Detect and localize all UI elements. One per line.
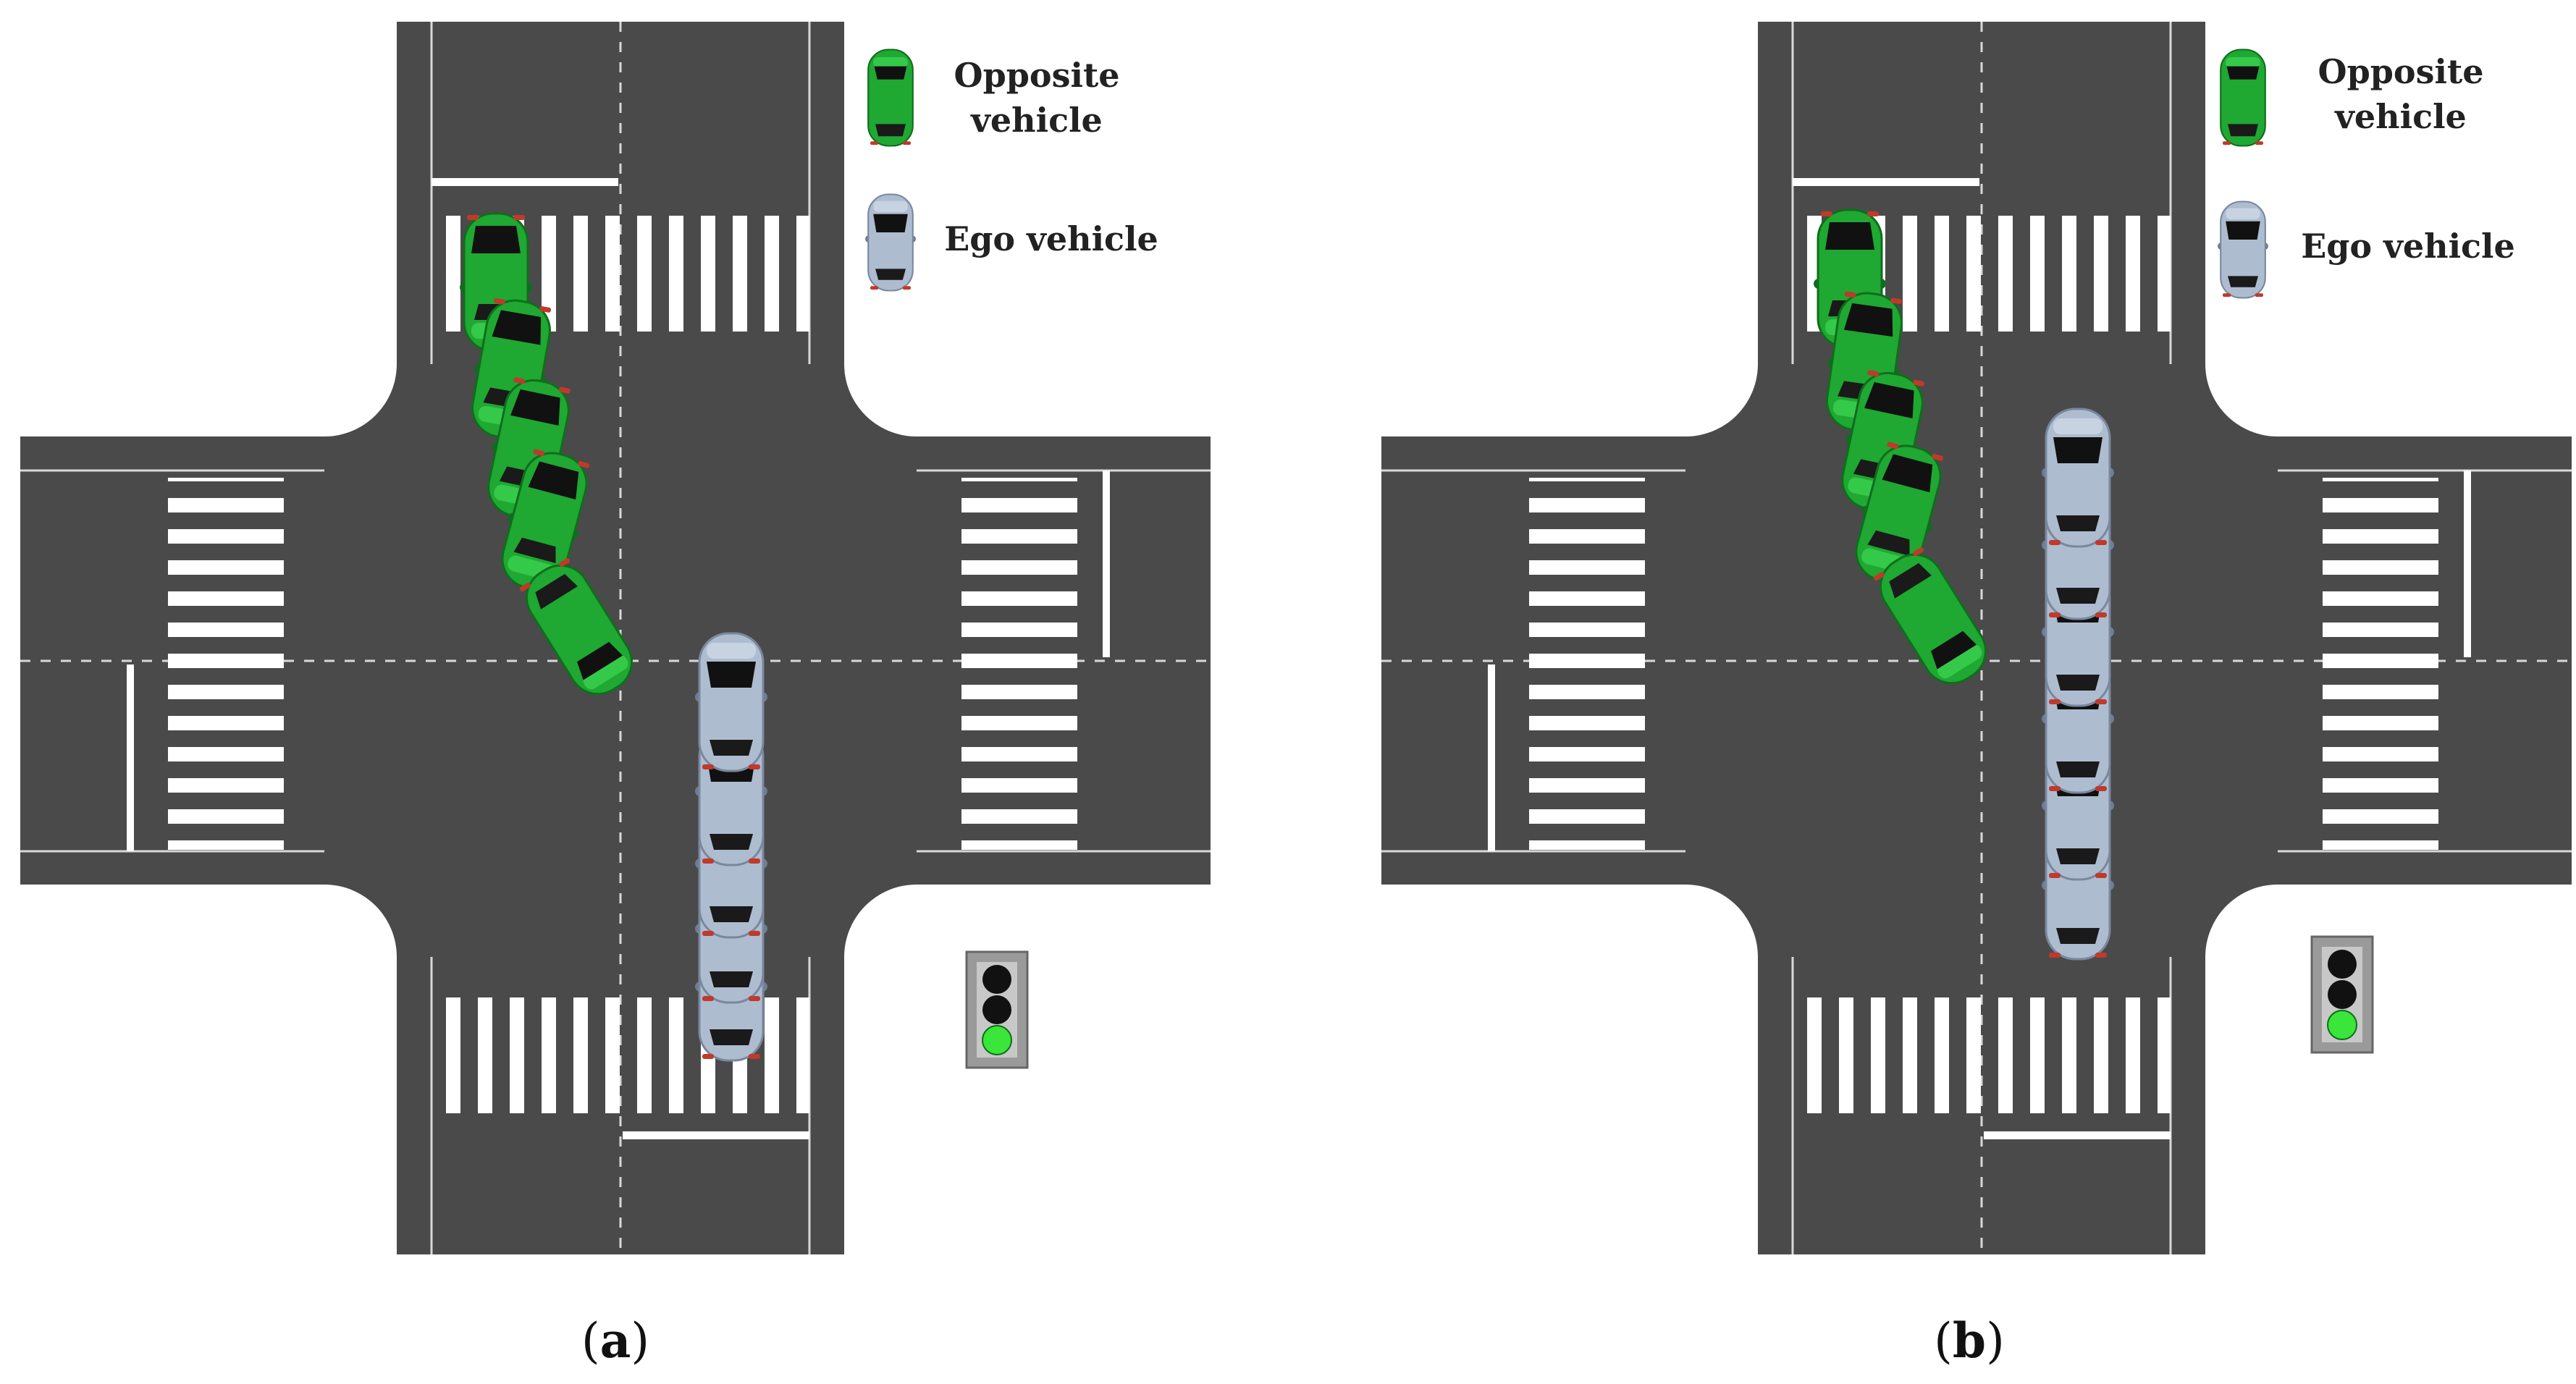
legend-opposite-label-line2: vehicle: [970, 101, 1103, 140]
legend-ego-label: Ego vehicle: [2301, 227, 2515, 266]
ego-vehicle-trajectory: [2040, 408, 2116, 961]
caption-a: (a): [581, 1312, 649, 1369]
panel-b: (b) Opposite vehicle Ego vehicle: [1381, 22, 2572, 1369]
legend-opposite-label-line1: Opposite: [2318, 52, 2484, 91]
legend-a: Opposite vehicle Ego vehicle: [864, 48, 1158, 292]
legend-opposite-label-line2: vehicle: [2334, 97, 2467, 136]
traffic-light-icon: [965, 950, 1029, 1069]
legend-ego-label: Ego vehicle: [944, 219, 1158, 258]
panel-a: (a) Opposite vehicle Ego vehicle: [20, 22, 1211, 1369]
ego-vehicle-legend-icon: [864, 193, 917, 292]
traffic-light-icon: [2310, 935, 2374, 1054]
legend-opposite-label-line1: Opposite: [954, 56, 1120, 95]
ego-vehicle-trajectory: [694, 632, 769, 1062]
legend-b: Opposite vehicle Ego vehicle: [2216, 48, 2515, 299]
opposite-vehicle-legend-icon: [2220, 48, 2266, 147]
caption-b: (b): [1934, 1312, 2005, 1369]
opposite-vehicle-legend-icon: [867, 48, 914, 147]
ego-vehicle-legend-icon: [2216, 201, 2270, 299]
